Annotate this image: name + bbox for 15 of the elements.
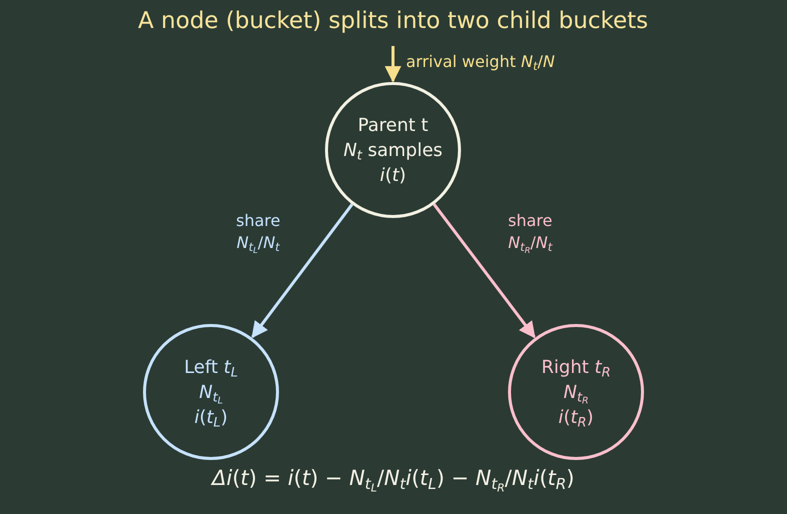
diagram-title: A node (bucket) splits into two child buckets bbox=[138, 8, 648, 34]
node-circle bbox=[143, 324, 279, 460]
node-detail: N$_{t}$ samples bbox=[343, 138, 443, 162]
arrow bbox=[251, 203, 354, 338]
arrow bbox=[384, 46, 402, 83]
node-detail: i(t$_{R}$) bbox=[558, 406, 594, 430]
node-title: Right t$_{R}$ bbox=[541, 356, 611, 380]
node-detail: i(t$_{L}$) bbox=[194, 406, 228, 430]
node-title: Left t$_{L}$ bbox=[184, 356, 238, 380]
arrow bbox=[432, 203, 536, 338]
formula: Δi(t) = i(t) − N$_{t}$$_{L}$/N$_{t}$i(t$_{L}$) − N$_{t}$$_{R}$/N$_{t}$i(t$_{R}$) bbox=[212, 466, 574, 490]
node-circle bbox=[508, 324, 644, 460]
node-detail: i(t) bbox=[380, 164, 406, 188]
node-title: Parent t bbox=[358, 114, 428, 138]
node-circle bbox=[325, 82, 461, 218]
